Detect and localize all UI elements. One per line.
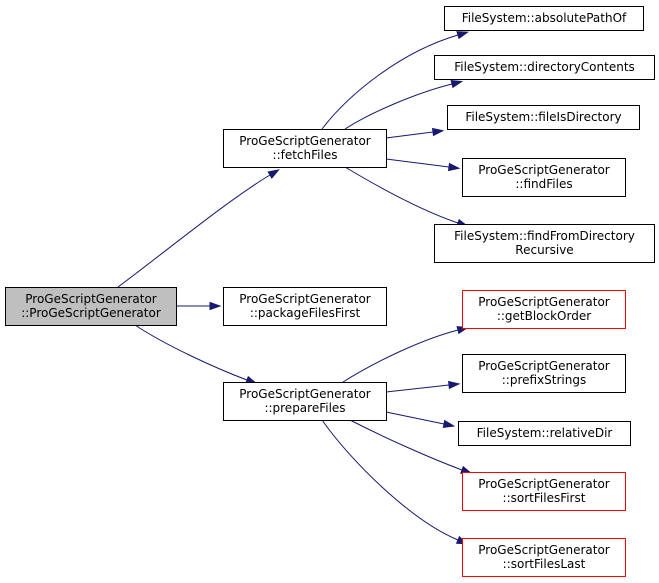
node-directoryContents[interactable]: FileSystem::directoryContents <box>434 55 655 80</box>
node-label-line: FileSystem::directoryContents <box>454 60 635 74</box>
arrowhead-icon <box>456 31 470 40</box>
node-absolutePathOf[interactable]: FileSystem::absolutePathOf <box>444 6 644 31</box>
edge-prepareFiles-to-sortFilesFirst <box>349 419 473 475</box>
node-fetchFiles[interactable]: ProGeScriptGenerator::fetchFiles <box>223 129 387 168</box>
node-label-line: FileSystem::fileIsDirectory <box>465 110 621 124</box>
node-label-line: ::ProGeScriptGenerator <box>21 306 161 320</box>
edge-root-to-packageFilesFirst <box>176 301 222 311</box>
node-label-line: ::prefixStrings <box>502 373 586 387</box>
node-label-line: ::getBlockOrder <box>497 309 591 323</box>
arrowhead-icon <box>442 419 456 429</box>
node-label-line: ProGeScriptGenerator <box>25 292 157 306</box>
node-sortFilesLast[interactable]: ProGeScriptGenerator::sortFilesLast <box>462 538 626 577</box>
edge-prepareFiles-to-relativeDir <box>385 411 456 429</box>
node-label-line: FileSystem::findFromDirectory <box>454 229 635 243</box>
node-label-line: ::fetchFiles <box>273 148 338 162</box>
arrowhead-icon <box>431 127 445 137</box>
edge-line <box>385 158 450 168</box>
node-box[interactable] <box>462 472 626 511</box>
node-box[interactable] <box>447 105 640 130</box>
node-box[interactable] <box>223 129 387 168</box>
node-box[interactable] <box>458 421 631 446</box>
edge-prepareFiles-to-sortFilesLast <box>321 419 469 545</box>
edge-line <box>117 174 271 288</box>
node-label-line: ProGeScriptGenerator <box>239 292 371 306</box>
node-label-line: FileSystem::relativeDir <box>477 426 613 440</box>
arrowhead-icon <box>448 380 461 390</box>
nodes-layer: ProGeScriptGenerator::ProGeScriptGenerat… <box>5 6 655 577</box>
edge-line <box>344 83 453 130</box>
edge-line <box>349 419 463 471</box>
node-label-line: ProGeScriptGenerator <box>239 387 371 401</box>
node-box[interactable] <box>223 382 387 421</box>
node-root[interactable]: ProGeScriptGenerator::ProGeScriptGenerat… <box>5 287 177 326</box>
node-label-line: ProGeScriptGenerator <box>478 543 610 557</box>
node-fileIsDirectory[interactable]: FileSystem::fileIsDirectory <box>447 105 640 130</box>
edge-root-to-prepareFiles <box>134 324 258 385</box>
edge-prepareFiles-to-getBlockOrder <box>342 326 470 383</box>
node-prefixStrings[interactable]: ProGeScriptGenerator::prefixStrings <box>462 354 626 393</box>
node-label-line: ::sortFilesLast <box>503 557 586 571</box>
edge-fetchFiles-to-findFromDirectoryRecursive <box>344 166 469 227</box>
node-prepareFiles[interactable]: ProGeScriptGenerator::prepareFiles <box>223 382 387 421</box>
arrowhead-icon <box>447 162 461 172</box>
node-label-line: ::prepareFiles <box>264 401 345 415</box>
node-box[interactable] <box>223 287 387 326</box>
node-label-line: FileSystem::absolutePathOf <box>462 11 627 25</box>
node-label-line: ::findFiles <box>515 177 572 191</box>
arrowhead-icon <box>450 80 464 89</box>
node-relativeDir[interactable]: FileSystem::relativeDir <box>458 421 631 446</box>
node-packageFilesFirst[interactable]: ProGeScriptGenerator::packageFilesFirst <box>223 287 387 326</box>
edge-line <box>321 34 459 130</box>
node-label-line: ProGeScriptGenerator <box>239 134 371 148</box>
edge-line <box>385 384 450 393</box>
edge-prepareFiles-to-prefixStrings <box>385 380 461 393</box>
node-box[interactable] <box>434 55 655 80</box>
arrowhead-icon <box>267 169 280 179</box>
node-box[interactable] <box>462 158 626 197</box>
edge-root-to-fetchFiles <box>117 169 280 288</box>
edge-line <box>134 324 248 381</box>
edge-line <box>342 329 459 383</box>
edge-line <box>321 419 459 541</box>
node-box[interactable] <box>462 354 626 393</box>
node-box[interactable] <box>444 6 644 31</box>
node-box[interactable] <box>462 538 626 577</box>
node-label-line: ProGeScriptGenerator <box>478 295 610 309</box>
edge-fetchFiles-to-directoryContents <box>344 80 464 130</box>
node-label-line: ::packageFilesFirst <box>250 306 361 320</box>
edge-fetchFiles-to-fileIsDirectory <box>385 127 445 139</box>
node-label-line: ProGeScriptGenerator <box>478 359 610 373</box>
edge-line <box>385 411 445 425</box>
node-label-line: Recursive <box>515 243 573 257</box>
arrowhead-icon <box>209 301 222 311</box>
node-sortFilesFirst[interactable]: ProGeScriptGenerator::sortFilesFirst <box>462 472 626 511</box>
node-label-line: ProGeScriptGenerator <box>478 163 610 177</box>
edge-fetchFiles-to-absolutePathOf <box>321 31 470 130</box>
node-box[interactable] <box>5 287 177 326</box>
node-getBlockOrder[interactable]: ProGeScriptGenerator::getBlockOrder <box>462 290 626 329</box>
node-findFiles[interactable]: ProGeScriptGenerator::findFiles <box>462 158 626 197</box>
node-box[interactable] <box>434 224 655 263</box>
edge-fetchFiles-to-findFiles <box>385 158 461 172</box>
edges-layer <box>117 31 473 545</box>
node-box[interactable] <box>462 290 626 329</box>
edge-line <box>344 166 459 224</box>
edge-line <box>385 131 434 139</box>
node-label-line: ::sortFilesFirst <box>503 491 586 505</box>
node-label-line: ProGeScriptGenerator <box>478 477 610 491</box>
